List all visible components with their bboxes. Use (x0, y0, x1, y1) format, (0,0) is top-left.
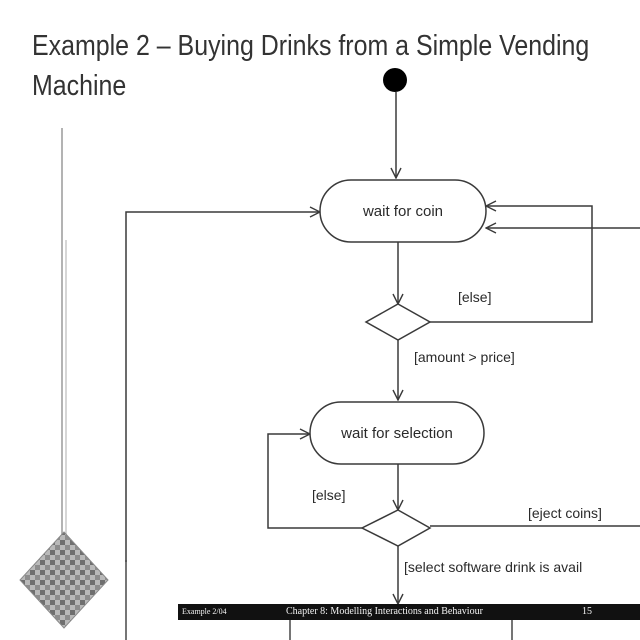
slide-decoration (19, 128, 127, 640)
selection-else-flow (267, 434, 362, 529)
amount-guard: [amount > price] (414, 349, 515, 365)
coin-else-flow (430, 206, 593, 323)
drink-available-guard: [select software drink is avail (404, 559, 582, 575)
selection-else-guard: [else] (312, 487, 345, 503)
initial-node (383, 68, 407, 92)
checker-ornament (19, 531, 109, 629)
eject-coins-guard: [eject coins] (528, 505, 602, 521)
title-line-1: Example 2 – Buying Drinks from a Simple … (32, 30, 590, 62)
slide-title: Example 2 – Buying Drinks from a Simple … (32, 26, 590, 106)
wait-for-coin-label: wait for coin (362, 203, 443, 220)
selection-decision-node (360, 509, 432, 547)
wait-for-selection-state (309, 401, 485, 465)
wait-for-coin-state (319, 179, 487, 243)
footer-page-number: 15 (582, 606, 592, 617)
wait-for-selection-label: wait for selection (340, 425, 453, 442)
coin-else-guard: [else] (458, 289, 491, 305)
slide-footer: Example 2/04 Chapter 8: Modelling Intera… (178, 604, 640, 620)
footer-chapter-title: Chapter 8: Modelling Interactions and Be… (286, 606, 483, 617)
return-flow-left (125, 212, 320, 562)
footer-left-text: Example 2/04 (182, 607, 227, 616)
title-line-2: Machine (32, 70, 127, 102)
coin-decision-node (364, 303, 432, 341)
